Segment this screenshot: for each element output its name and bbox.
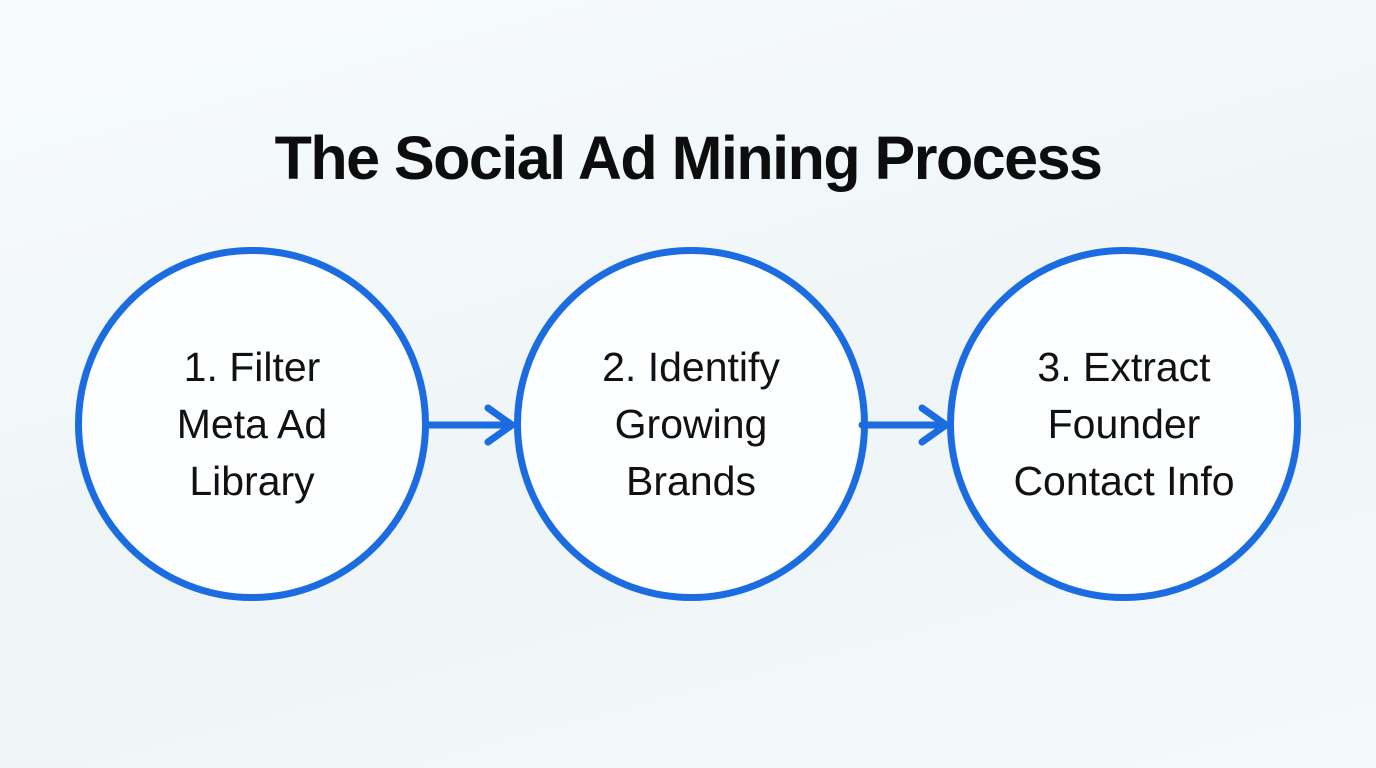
step-1-line-3: Library (189, 457, 315, 504)
step-circle-2: 2. Identify Growing Brands (514, 247, 868, 601)
step-2-label: 2. Identify Growing Brands (602, 339, 780, 510)
step-2-line-3: Brands (626, 457, 756, 504)
step-1-line-2: Meta Ad (176, 400, 328, 447)
step-1-label: 1. Filter Meta Ad Library (177, 339, 327, 510)
step-3-label: 3. Extract Founder Contact Info (1013, 339, 1234, 510)
step-circle-3: 3. Extract Founder Contact Info (947, 247, 1301, 601)
step-1-line-1: 1. Filter (183, 343, 321, 390)
step-3-line-2: Founder (1047, 400, 1201, 447)
right-arrow-icon (424, 404, 516, 446)
step-circle-1: 1. Filter Meta Ad Library (75, 247, 429, 601)
right-arrow-icon (858, 404, 950, 446)
page-title: The Social Ad Mining Process (274, 123, 1103, 192)
step-2-line-2: Growing (614, 400, 768, 447)
step-2-line-1: 2. Identify (602, 343, 780, 390)
step-3-line-3: Contact Info (1013, 457, 1235, 504)
step-3-line-1: 3. Extract (1037, 343, 1211, 390)
